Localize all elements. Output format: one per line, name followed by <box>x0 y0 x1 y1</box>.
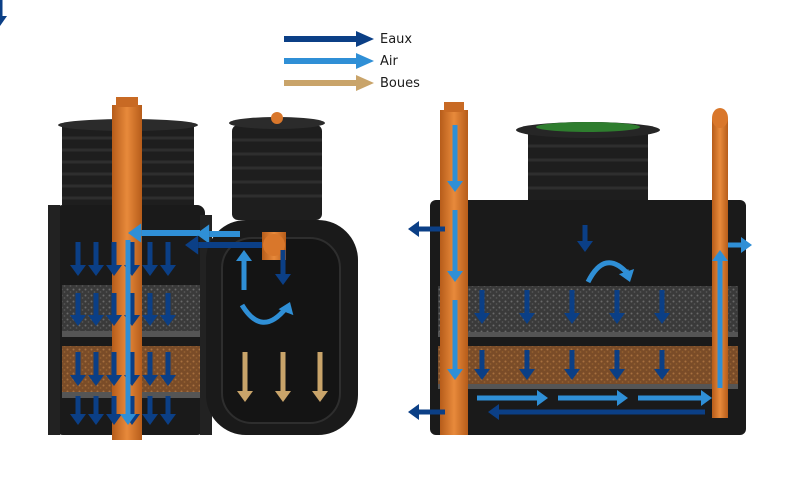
water-down-arrow-icon <box>142 293 158 326</box>
water-down-arrow-icon <box>564 290 580 324</box>
water-down-arrow-icon <box>142 352 158 386</box>
recirculation-arc-icon <box>585 260 630 284</box>
water-down-arrow-icon <box>609 290 625 324</box>
water-down-arrow-icon <box>88 293 104 326</box>
air-left-arrow-icon <box>128 223 200 243</box>
riser-ribs <box>232 138 322 198</box>
water-left-arrow-icon <box>408 404 445 420</box>
water-down-arrow-icon <box>519 290 535 324</box>
vent-cap-icon <box>444 102 464 112</box>
legend-item-eaux: Eaux <box>284 28 420 50</box>
arrow-right-icon <box>284 31 374 47</box>
legend-label: Eaux <box>380 31 413 47</box>
water-down-arrow-icon <box>142 396 158 425</box>
water-down-arrow-icon <box>160 352 176 386</box>
water-left-arrow-icon <box>408 221 445 237</box>
arrow-right-icon <box>284 53 374 69</box>
water-flow-arrows-left <box>0 0 7 26</box>
air-right-arrow-icon <box>558 390 628 406</box>
vent-top-icon <box>712 108 728 128</box>
lid-green <box>536 122 640 132</box>
water-down-arrow-icon <box>160 293 176 326</box>
water-down-arrow-icon <box>88 242 104 276</box>
water-down-arrow-icon <box>519 350 535 380</box>
water-down-arrow-icon <box>609 350 625 380</box>
air-down-arrow-icon <box>447 300 463 380</box>
recirculation-arc-icon <box>239 303 288 325</box>
sludge-down-arrow-icon <box>275 352 291 402</box>
elbow-joint-icon <box>263 234 285 256</box>
water-down-arrow-icon <box>474 350 490 380</box>
water-down-arrow-icon <box>106 396 122 425</box>
water-down-arrow-icon <box>70 396 86 425</box>
water-left-arrow-icon <box>185 235 262 255</box>
water-down-arrow-icon <box>88 352 104 386</box>
air-left-arrow-icon <box>196 224 240 244</box>
water-down-arrow-icon <box>88 396 104 425</box>
water-down-arrow-icon <box>654 350 670 380</box>
right-tank-assembly <box>430 102 746 435</box>
filter-layer-brown <box>438 346 738 384</box>
left-tank-assembly <box>0 0 358 440</box>
water-down-arrow-icon <box>160 396 176 425</box>
air-arc-head-icon <box>618 269 635 282</box>
water-down-arrow-icon <box>70 242 86 276</box>
air-down-arrow-icon <box>447 125 463 192</box>
flow-arrows <box>70 125 752 425</box>
sludge-down-arrow-icon <box>237 352 253 402</box>
water-down-arrow-icon <box>106 242 122 276</box>
air-down-arrow-icon <box>120 240 136 425</box>
air-down-arrow-icon <box>447 210 463 282</box>
vent-cap-icon <box>116 97 138 107</box>
tank-left-rim <box>48 205 60 435</box>
water-down-arrow-icon <box>160 242 176 276</box>
air-right-arrow-icon <box>638 390 712 406</box>
water-down-arrow-icon <box>654 290 670 324</box>
water-down-arrow-icon <box>474 290 490 324</box>
water-down-arrow-icon <box>106 293 122 326</box>
water-down-arrow-icon <box>577 225 593 252</box>
legend-item-air: Air <box>284 50 420 72</box>
arrow-right-icon <box>284 75 374 91</box>
air-up-arrow-icon <box>712 250 728 388</box>
water-down-arrow-icon <box>70 352 86 386</box>
water-down-arrow-icon <box>142 242 158 276</box>
grid-plate <box>438 332 738 337</box>
water-down-arrow-icon <box>275 250 291 285</box>
legend-label: Air <box>380 53 398 69</box>
air-up-arrow-icon <box>236 250 252 290</box>
air-right-arrow-icon <box>728 237 752 253</box>
water-down-arrow-icon <box>106 352 122 386</box>
grid-plate <box>438 384 738 389</box>
legend-label: Boues <box>380 75 420 91</box>
air-right-arrow-icon <box>477 390 548 406</box>
filter-layer-black <box>438 286 738 332</box>
lid-knob-icon <box>271 112 283 124</box>
water-down-arrow-icon <box>70 293 86 326</box>
air-arc-head-icon <box>278 302 294 316</box>
legend-item-boues: Boues <box>284 72 420 94</box>
legend: Eaux Air Boues <box>284 28 420 94</box>
water-left-arrow-icon <box>488 404 705 420</box>
sludge-down-arrow-icon <box>312 352 328 402</box>
water-down-arrow-icon <box>564 350 580 380</box>
